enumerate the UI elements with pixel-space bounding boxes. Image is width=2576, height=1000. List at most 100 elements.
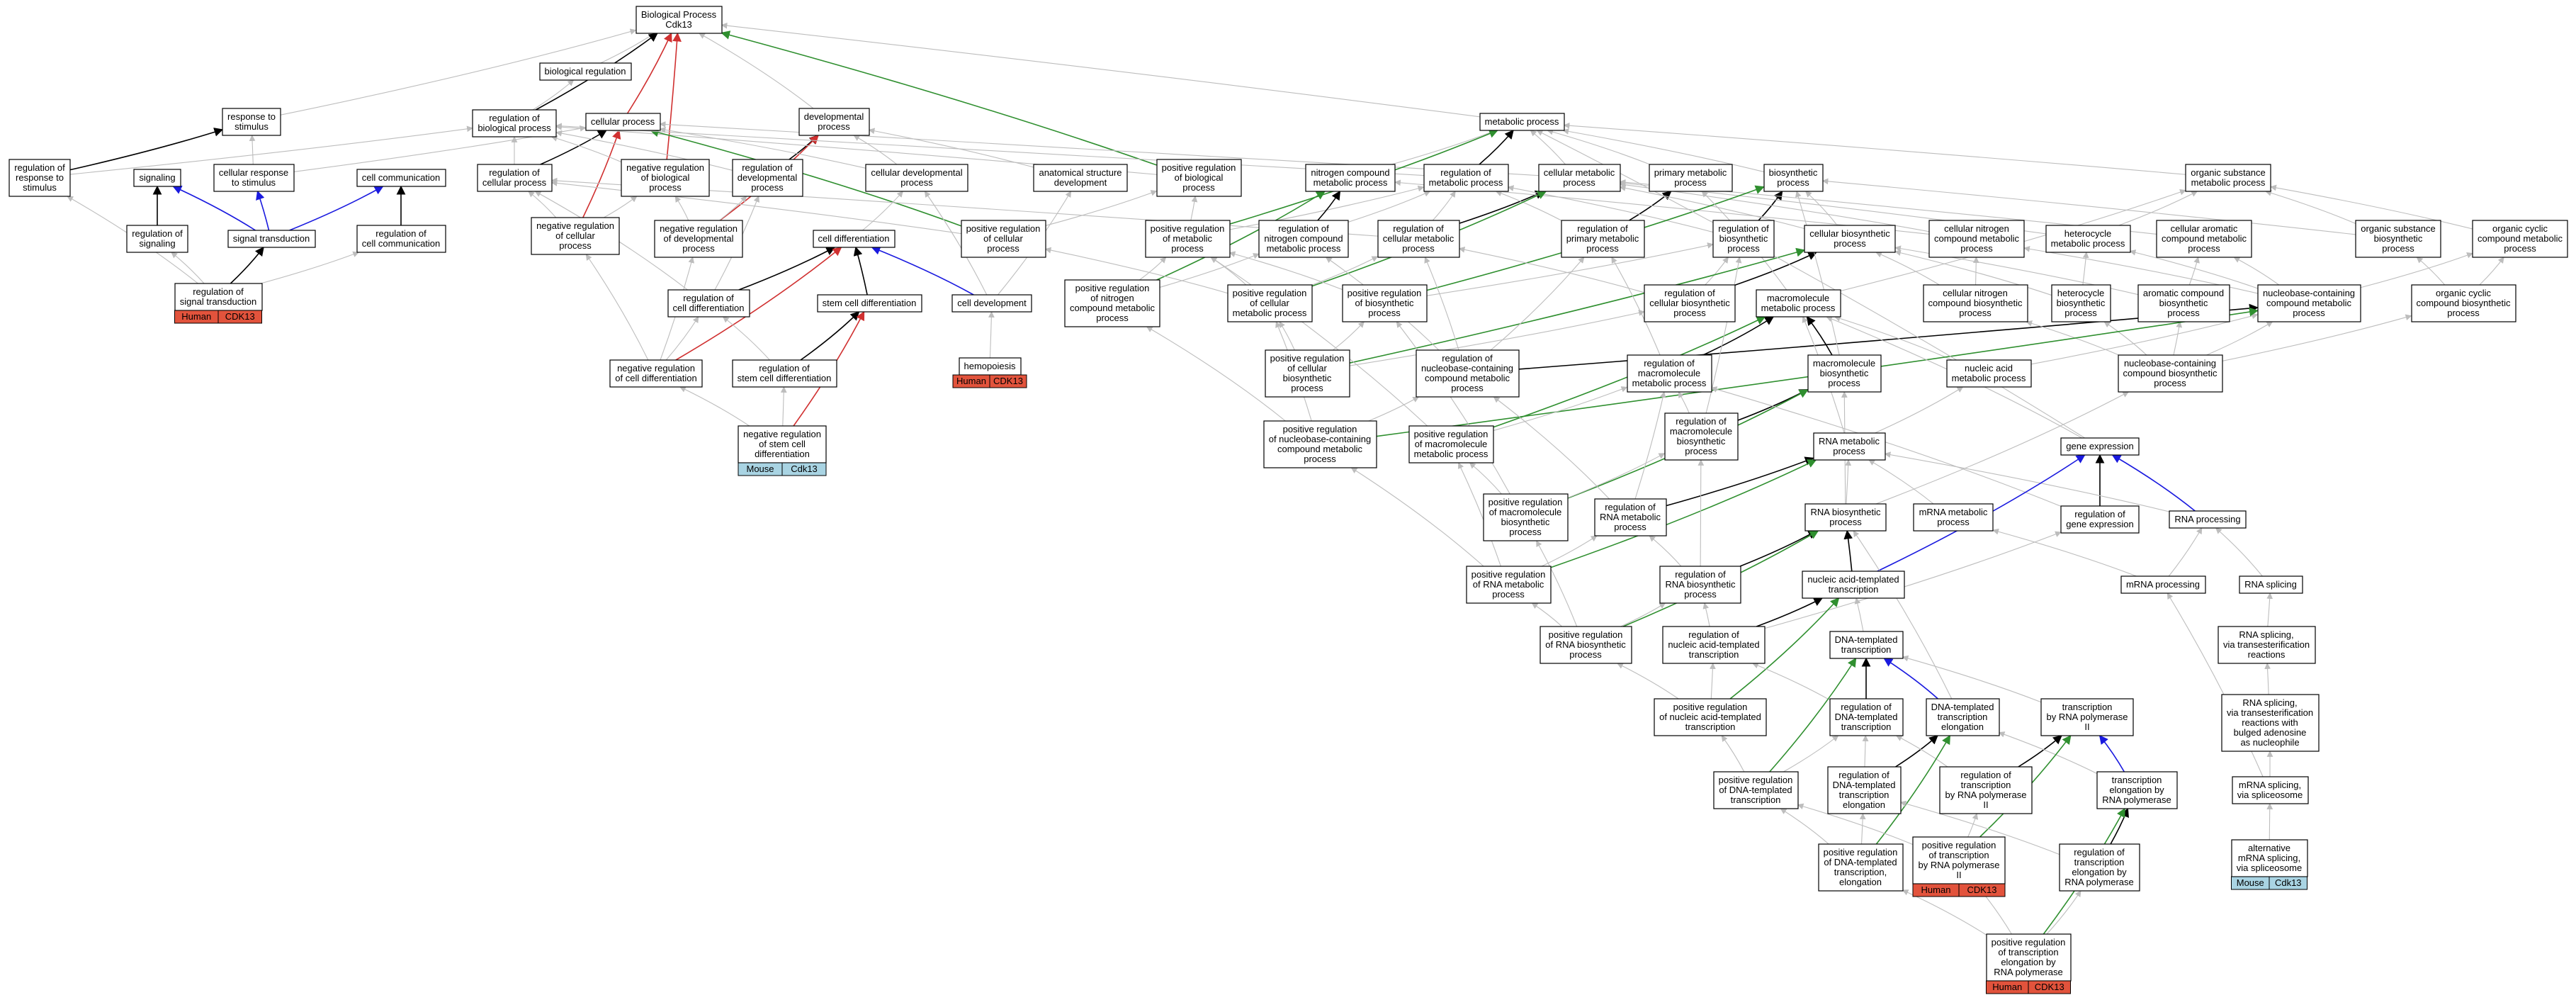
go-term-node[interactable]: cell communication: [356, 169, 446, 187]
go-term-node[interactable]: hemopoiesis: [959, 357, 1022, 376]
go-term-node[interactable]: biological regulation: [539, 62, 632, 81]
go-term-node[interactable]: signal transduction: [227, 230, 316, 248]
go-term-node[interactable]: metabolic process: [1479, 113, 1565, 131]
go-term-node[interactable]: RNA splicing,via transesterificationreac…: [2218, 626, 2316, 664]
go-term-node[interactable]: signaling: [133, 169, 181, 187]
go-term-node[interactable]: RNA processing: [2169, 510, 2247, 529]
go-term-node[interactable]: regulation ofDNA-templatedtranscriptione…: [1827, 766, 1902, 814]
go-term-node[interactable]: RNA splicing: [2239, 575, 2303, 594]
go-term-node[interactable]: cellular process: [585, 113, 661, 131]
go-term-node[interactable]: stem cell differentiation: [817, 294, 922, 313]
go-term-node[interactable]: cell differentiation: [813, 230, 896, 248]
go-term-node[interactable]: mRNA splicing,via spliceosome: [2232, 776, 2309, 804]
go-term-node[interactable]: gene expression: [2060, 437, 2140, 456]
go-term-node[interactable]: cell development: [951, 294, 1032, 313]
go-term-node[interactable]: RNA splicing,via transesterificationreac…: [2221, 694, 2320, 752]
go-term-node[interactable]: regulation ofnucleobase-containingcompou…: [1416, 349, 1520, 398]
go-term-node[interactable]: mRNA processing: [2120, 575, 2206, 594]
